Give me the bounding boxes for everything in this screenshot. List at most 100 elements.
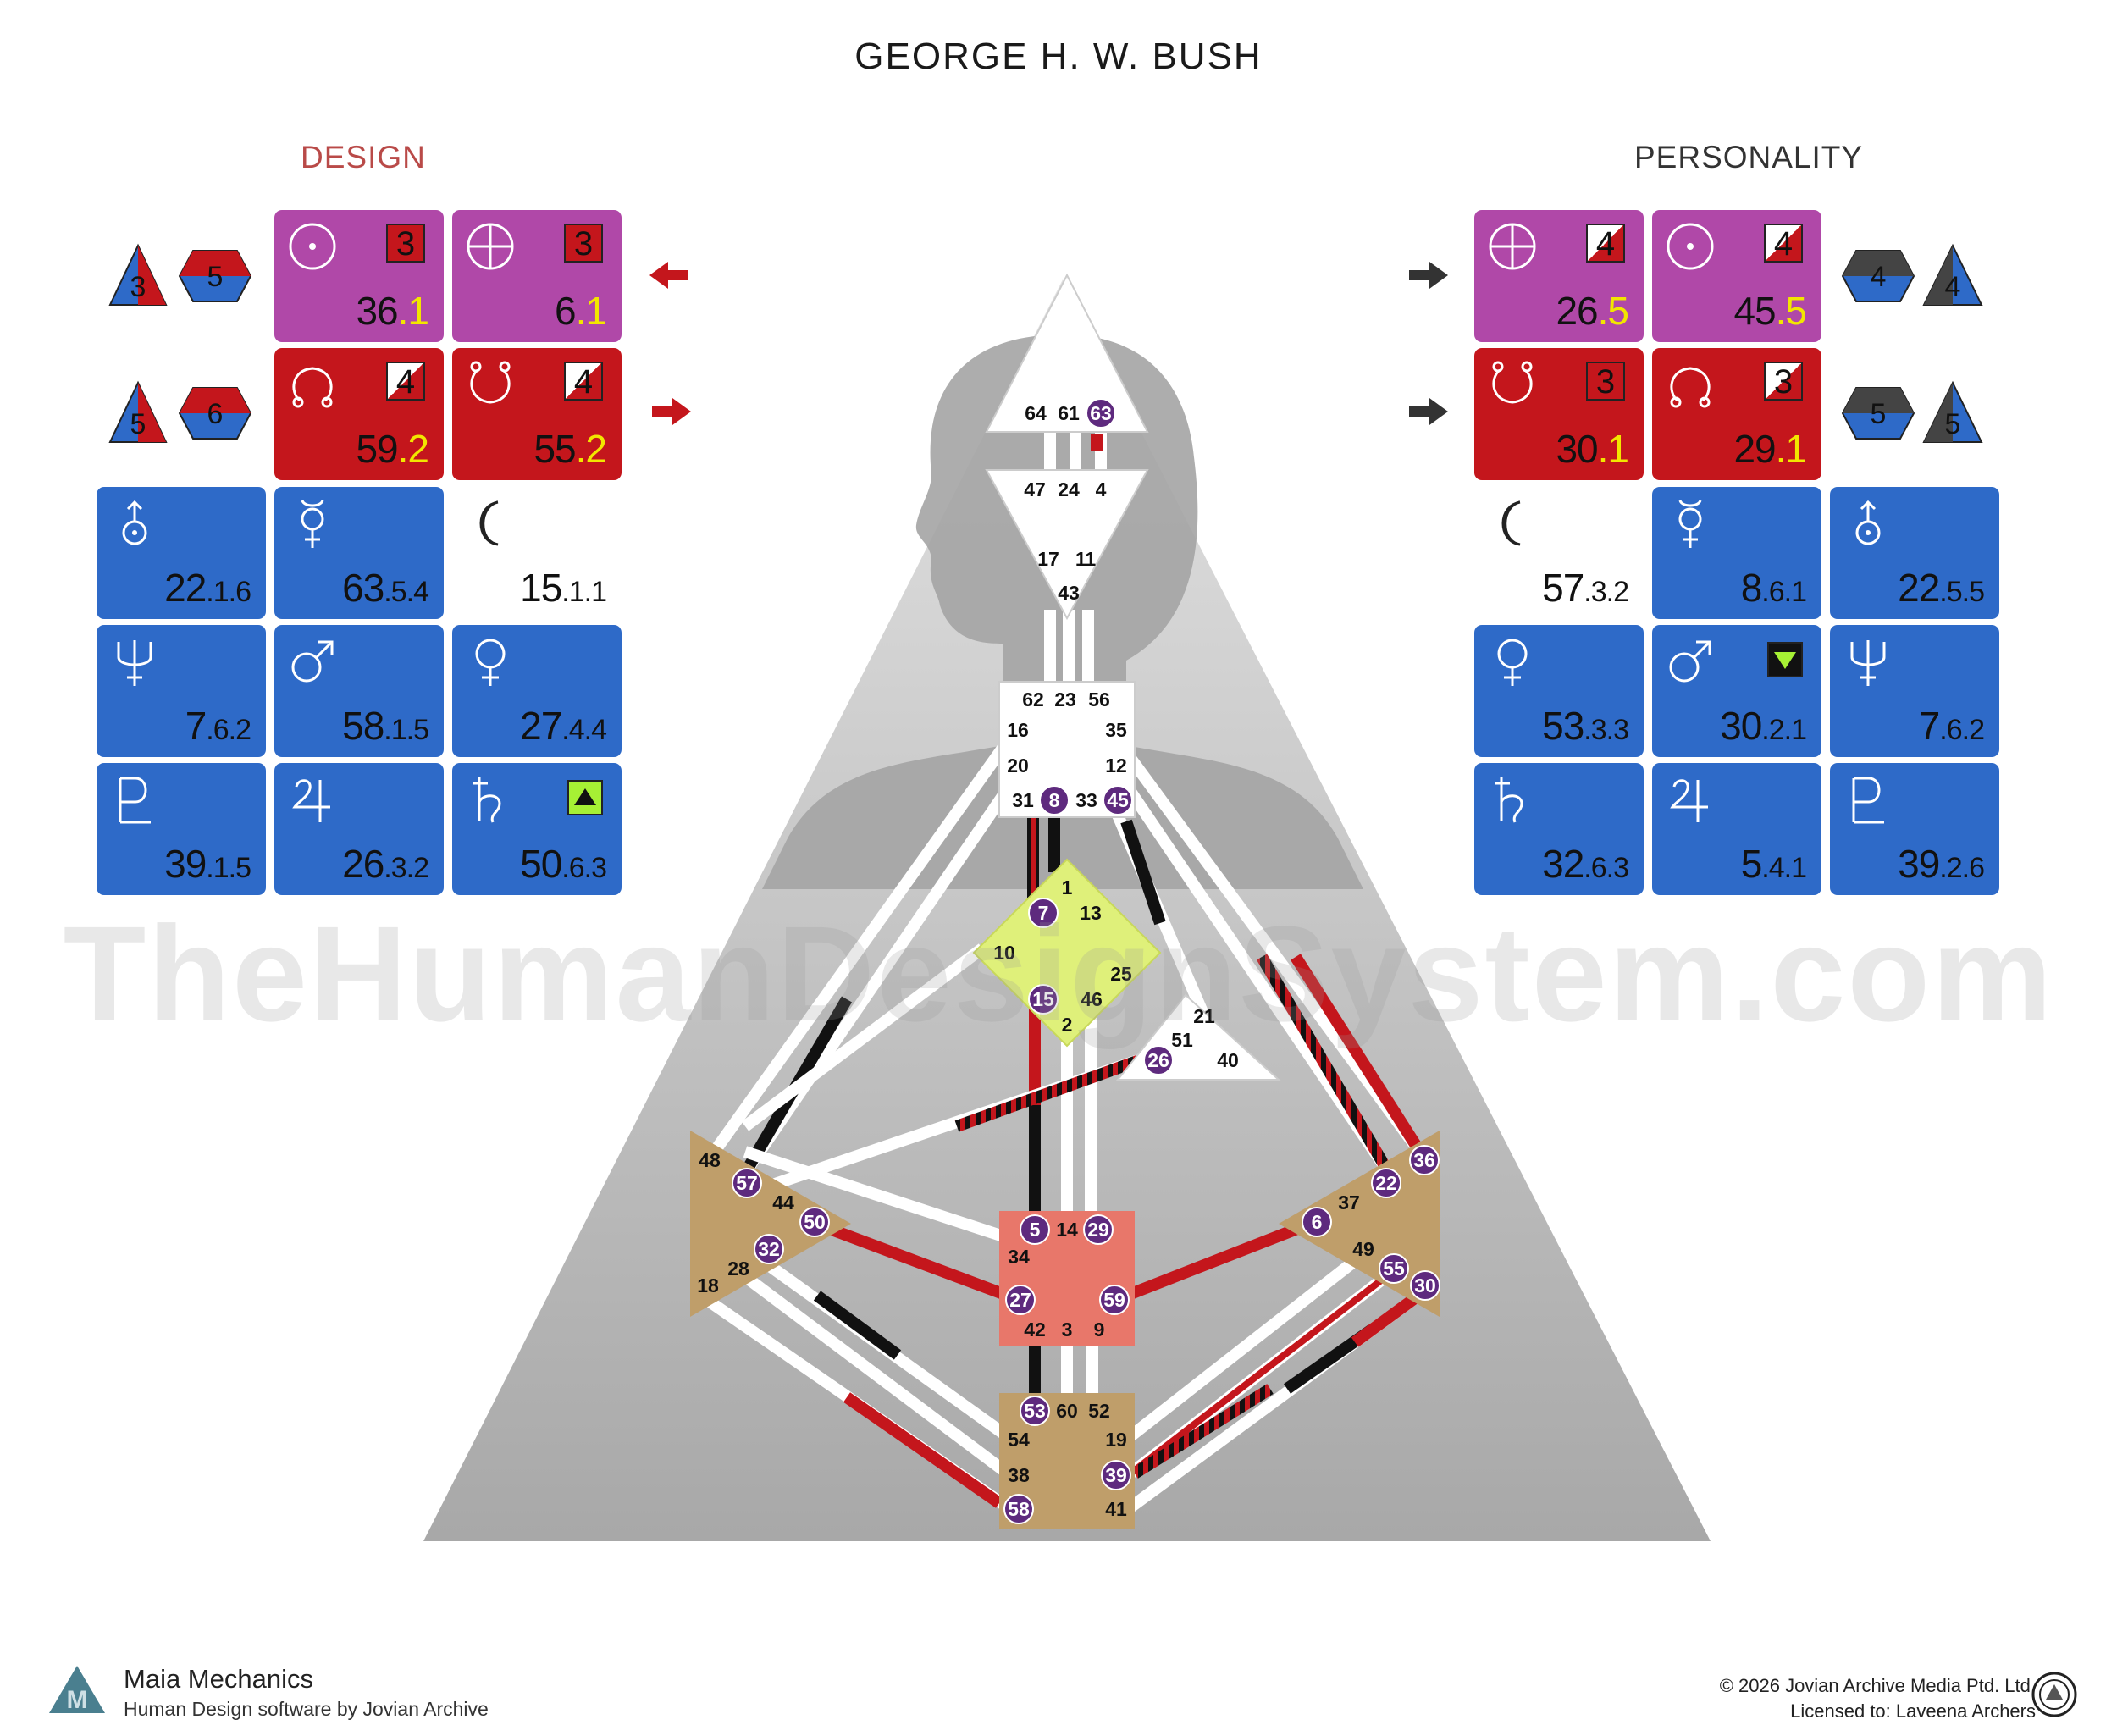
personality-venus-tile[interactable]: 53.3.3 [1474,625,1644,757]
design-south-node-tile[interactable]: 4 55.2 [452,348,622,480]
earth-icon [1486,220,1539,273]
saturn-icon [1486,773,1539,826]
gate-55-active-marker [1379,1253,1409,1284]
design-neptune-tile[interactable]: 7.6.2 [97,625,266,757]
design-earth-gate: 6 [555,289,577,333]
gate-60-label: 60 [1056,1400,1078,1422]
personality-sun-tile[interactable]: 4 45.5 [1652,210,1821,342]
design-venus-tile[interactable]: 27.4.4 [452,625,622,757]
personality-uranus-tile[interactable]: 22.5.5 [1830,487,1999,619]
design-mercury-tile[interactable]: 63.5.4 [274,487,444,619]
gate-5-active-marker [1020,1214,1050,1245]
personality-mercury-tile[interactable]: 8.6.1 [1652,487,1821,619]
ajna-center [985,469,1149,621]
personality-earth-tile[interactable]: 4 26.5 [1474,210,1644,342]
personality-earth-badge: 4 [1586,224,1625,263]
personality-moon-tile[interactable]: 57.3.2 [1474,487,1644,619]
mercury-icon [1664,497,1716,550]
personality-south-node-gate: 30 [1556,427,1598,471]
design-earth-line: .1 [575,289,607,333]
gate-50-active-marker [799,1207,830,1237]
south-node-icon [1486,358,1539,411]
gate-39-label: 39 [1105,1464,1127,1486]
gate-11-label: 11 [1075,548,1097,570]
design-pluto-tile[interactable]: 39.1.5 [97,763,266,895]
design-variable-top-right: 5 [207,261,224,293]
personality-jupiter-gate: 5 [1740,842,1763,886]
gate-17-label: 17 [1037,548,1059,570]
gate-13-label: 13 [1080,902,1102,924]
gate-61-label: 61 [1058,402,1080,424]
personality-saturn-tile[interactable]: 32.6.3 [1474,763,1644,895]
design-variable-top-left: 3 [130,271,146,303]
personality-mars-tile[interactable]: 30.2.1 [1652,625,1821,757]
gate-23-label: 23 [1054,688,1076,710]
design-moon-gate: 15 [520,566,562,610]
neptune-icon [108,635,161,688]
gate-6-label: 6 [1312,1211,1323,1233]
gate-12-label: 12 [1105,755,1127,777]
detriment-down-icon [1767,642,1803,677]
gate-53-label: 53 [1024,1400,1046,1422]
design-saturn-tile[interactable]: 50.6.3 [452,763,622,895]
personality-neptune-tile[interactable]: 7.6.2 [1830,625,1999,757]
gate-33-label: 33 [1075,789,1097,811]
personality-saturn-sub: .6.3 [1584,852,1629,884]
gate-53-active-marker [1020,1396,1050,1426]
gate-30-label: 30 [1414,1274,1436,1296]
design-uranus-tile[interactable]: 22.1.6 [97,487,266,619]
design-north-node-tile[interactable]: 4 59.2 [274,348,444,480]
chart-title: GEORGE H. W. BUSH [854,36,1263,77]
design-sun-gate: 36 [356,289,398,333]
personality-north-node-tile[interactable]: 3 29.1 [1652,348,1821,480]
gate-48-label: 48 [699,1149,721,1171]
gate-20-label: 20 [1007,755,1029,777]
pluto-icon [108,773,161,826]
design-venus-sub: .4.4 [561,714,607,746]
gate-59-label: 59 [1103,1289,1125,1311]
gate-24-label: 24 [1058,478,1080,500]
personality-arrow-bottom-icon [1409,398,1448,425]
gate-15-label: 15 [1032,988,1054,1010]
gate-55-label: 55 [1383,1258,1405,1280]
design-moon-tile[interactable]: 15.1.1 [452,487,622,619]
watermark-text: TheHumanDesignSystem.com [63,898,2054,1049]
gate-56-label: 56 [1088,688,1110,710]
personality-south-node-line: .1 [1597,427,1629,471]
design-south-node-line: .2 [575,427,607,471]
gate-4-label: 4 [1096,478,1107,500]
gate-8-label: 8 [1049,789,1060,811]
personality-mercury-sub: .6.1 [1761,576,1807,608]
design-neptune-gate: 7 [185,704,207,748]
gate-58-label: 58 [1008,1498,1030,1520]
gate-7-active-marker [1028,898,1058,928]
design-neptune-sub: .6.2 [206,714,251,746]
gate-7-label: 7 [1038,902,1049,924]
personality-uranus-sub: .5.5 [1939,576,1985,608]
pluto-icon [1842,773,1894,826]
design-sun-tile[interactable]: 3 36.1 [274,210,444,342]
personality-pluto-tile[interactable]: 39.2.6 [1830,763,1999,895]
personality-north-node-gate: 29 [1733,427,1776,471]
svg-text:M: M [67,1686,88,1714]
gate-15-active-marker [1028,984,1058,1015]
g-center [972,858,1162,1048]
design-earth-tile[interactable]: 3 6.1 [452,210,622,342]
design-north-node-badge: 4 [386,362,425,401]
gate-51-label: 51 [1171,1029,1193,1051]
personality-north-node-badge: 3 [1764,362,1803,401]
design-mars-tile[interactable]: 58.1.5 [274,625,444,757]
design-south-node-gate: 55 [533,427,576,471]
gate-34-label: 34 [1008,1246,1030,1268]
head-center [985,273,1149,433]
gate-62-label: 62 [1022,688,1044,710]
gate-22-active-marker [1371,1168,1401,1198]
sun-icon [286,220,339,273]
design-jupiter-tile[interactable]: 26.3.2 [274,763,444,895]
personality-jupiter-tile[interactable]: 5.4.1 [1652,763,1821,895]
personality-south-node-tile[interactable]: 3 30.1 [1474,348,1644,480]
moon-icon [464,497,517,550]
design-north-node-gate: 59 [356,427,398,471]
design-variable-bottom-right: 6 [207,398,224,430]
personality-sun-badge: 4 [1764,224,1803,263]
